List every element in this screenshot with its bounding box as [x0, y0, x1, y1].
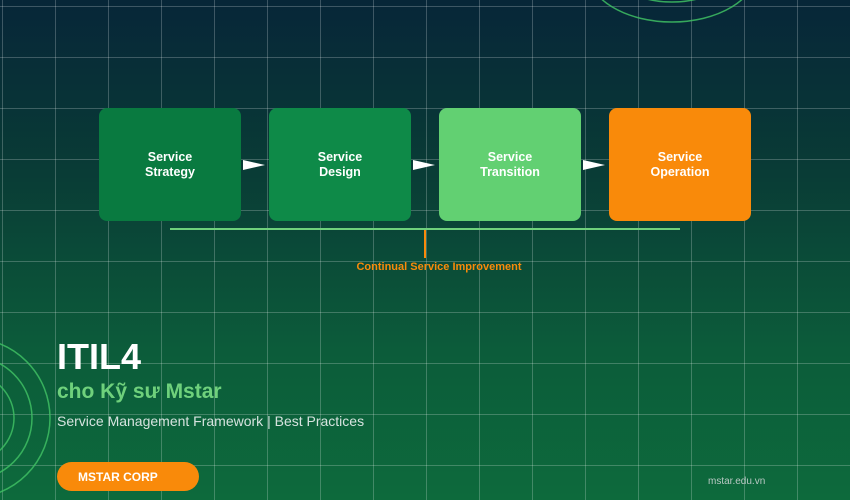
arrow-right-icon [583, 160, 605, 170]
step-service-strategy: Service Strategy [99, 108, 241, 221]
page-subtitle: cho Kỹ sư Mstar [57, 380, 222, 403]
continual-improvement-label: Continual Service Improvement [356, 261, 522, 273]
company-badge-label: MSTAR CORP [78, 469, 158, 484]
step-service-design: Service Design [269, 108, 411, 221]
step-label: Service Transition [480, 149, 540, 179]
page-title: ITIL4 [57, 336, 142, 377]
arrow-right-icon [243, 160, 265, 170]
arrow-right-icon [413, 160, 435, 170]
footer-site-link[interactable]: mstar.edu.vn [708, 476, 766, 487]
left-ring-3 [0, 384, 15, 452]
step-service-operation: Service Operation [609, 108, 751, 221]
left-ring-1 [0, 343, 51, 493]
top-ring-outer [601, 0, 743, 23]
top-ring-inner [648, 0, 696, 3]
step-label: Service Design [317, 149, 363, 179]
step-service-transition: Service Transition [439, 108, 581, 221]
company-badge-button[interactable]: MSTAR CORP [57, 462, 199, 491]
improvement-connector [424, 230, 426, 258]
step-label: Service Operation [650, 149, 710, 179]
step-label: Service Strategy [144, 149, 196, 179]
left-ring-2 [0, 362, 33, 474]
improvement-line [170, 228, 680, 230]
page-tagline: Service Management Framework | Best Prac… [57, 413, 365, 429]
